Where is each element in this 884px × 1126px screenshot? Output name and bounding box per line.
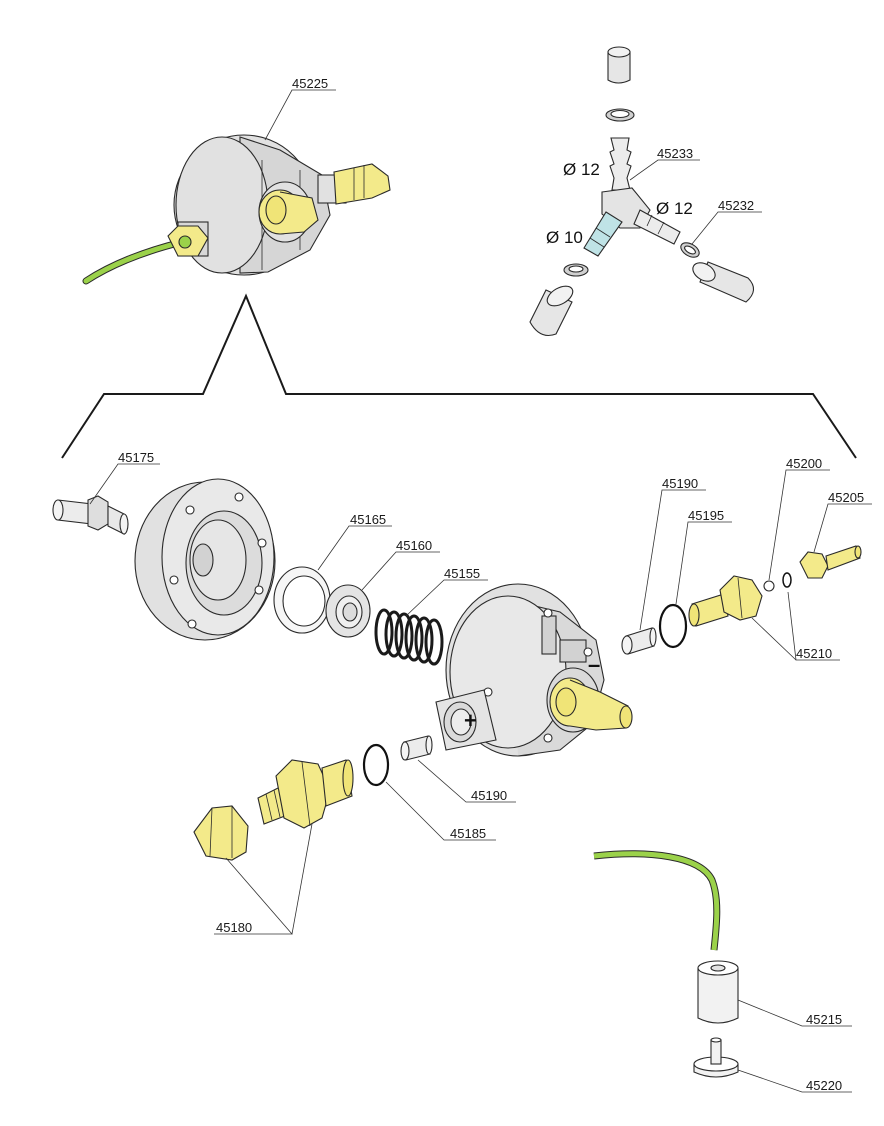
label-45232: 45232 (718, 198, 754, 213)
label-45233: 45233 (657, 146, 693, 161)
part-45195-oring (658, 603, 688, 649)
bottom-hose (593, 850, 721, 951)
label-45175: 45175 (118, 450, 154, 465)
label-45155: 45155 (444, 566, 480, 581)
part-45180-nut (193, 805, 249, 861)
label-45160: 45160 (396, 538, 432, 553)
assembled-valve-45225 (82, 134, 391, 285)
part-45215-sleeve (697, 960, 739, 1024)
small-oring (782, 572, 792, 588)
label-45165: 45165 (350, 512, 386, 527)
label-45215: 45215 (806, 1012, 842, 1027)
part-45190-seat-bottom (400, 735, 433, 761)
plus-symbol: + (464, 708, 477, 733)
part-45165-gasket (273, 566, 331, 634)
label-45220: 45220 (806, 1078, 842, 1093)
part-45205-nipple (799, 545, 862, 579)
label-45190-bottom: 45190 (471, 788, 507, 803)
label-45195: 45195 (688, 508, 724, 523)
flange-cover (134, 478, 276, 641)
minus-symbol: – (588, 652, 600, 677)
part-45220-pin (693, 1037, 739, 1078)
regulator-main-body (435, 583, 633, 757)
label-45180: 45180 (216, 920, 252, 935)
callout-bracket (61, 293, 857, 459)
part-45175-plug (52, 495, 129, 535)
dim-10: Ø 10 (546, 228, 583, 247)
dim-12-right: Ø 12 (656, 199, 693, 218)
part-45180-jet (257, 759, 354, 829)
label-45210: 45210 (796, 646, 832, 661)
part-45190-seat-top (621, 627, 657, 655)
part-45160-diaphragm (325, 584, 371, 638)
part-45185-oring (362, 743, 390, 787)
label-45190-top: 45190 (662, 476, 698, 491)
part-45155-spring (374, 608, 444, 666)
dim-12-top: Ø 12 (563, 160, 600, 179)
part-45210-fitting (688, 575, 763, 627)
label-45200: 45200 (786, 456, 822, 471)
label-45185: 45185 (450, 826, 486, 841)
y-connector-group (529, 46, 755, 337)
part-45200-ball (763, 580, 775, 592)
label-45225: 45225 (292, 76, 328, 91)
label-45205: 45205 (828, 490, 864, 505)
